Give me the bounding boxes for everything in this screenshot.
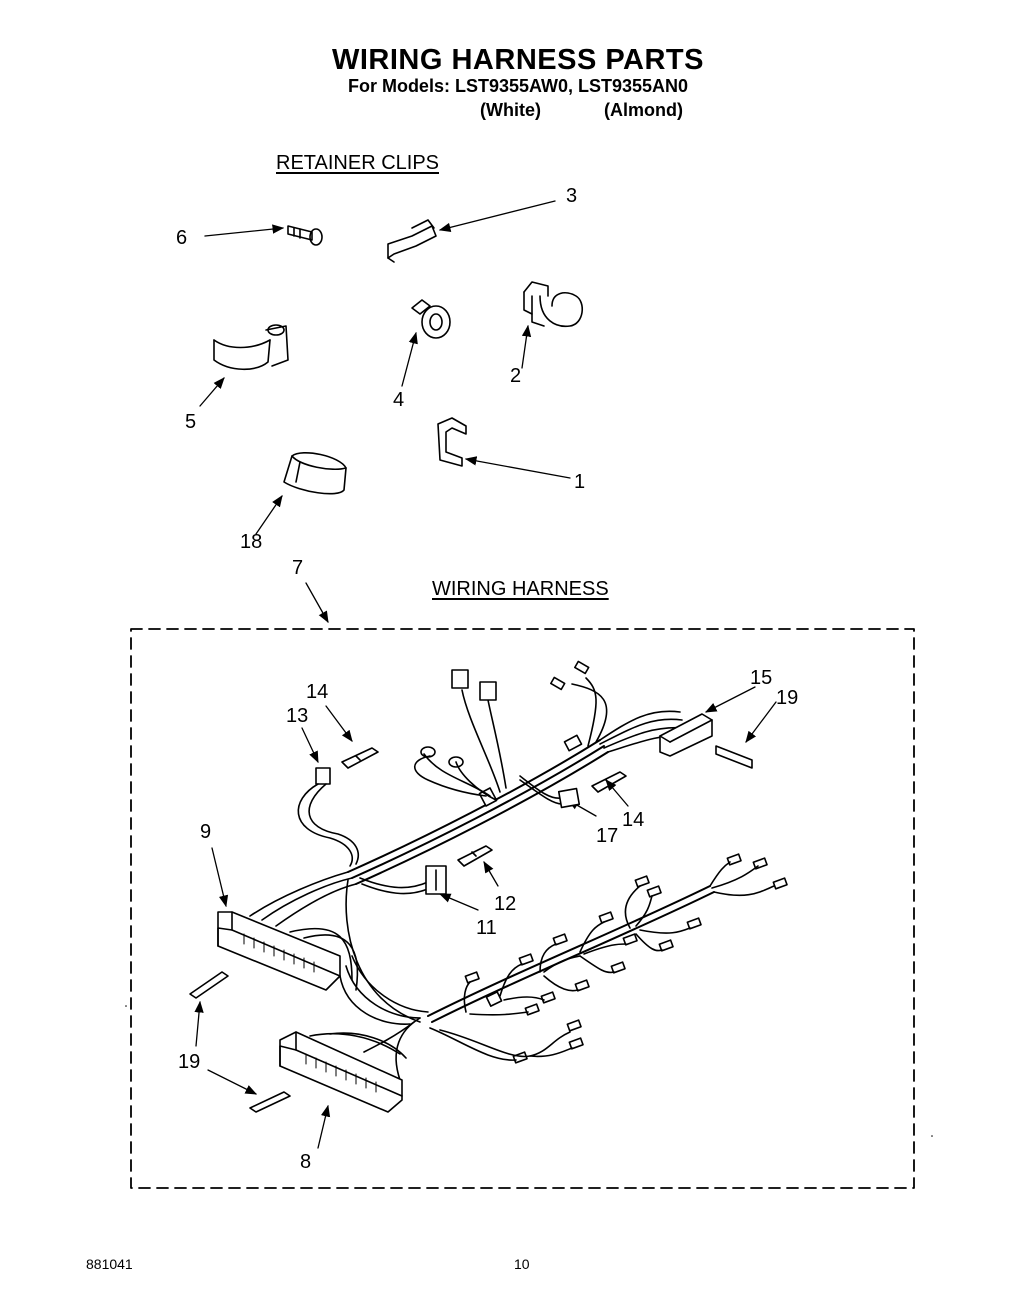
harness-boundary-box [130,628,915,1189]
callout-13: 13 [286,705,309,727]
wiring-harness-assembly [189,660,788,1113]
callout-14-top: 14 [306,681,329,703]
callout-2: 2 [510,365,522,387]
callout-11: 11 [476,917,497,939]
callout-19-left: 19 [178,1051,201,1073]
callout-8: 8 [300,1151,312,1173]
callout-6: 6 [176,227,188,249]
leader-arrows [194,200,777,1149]
callout-15: 15 [750,667,773,689]
ring-clip-part-4 [411,299,451,339]
document-number: 881041 [86,1256,133,1272]
callout-9: 9 [200,821,212,843]
callout-7: 7 [292,557,304,579]
clip-part-3 [387,219,437,263]
callout-3: 3 [566,185,578,207]
clip-part-2 [523,281,583,328]
wiring-harness-heading: WIRING HARNESS [432,578,609,600]
page-title: WIRING HARNESS PARTS [332,44,704,76]
page-number: 10 [514,1256,530,1272]
callout-1: 1 [574,471,586,493]
pin-clip-part-6 [287,225,323,246]
model-subtitle: For Models: LST9355AW0, LST9355AN0 [347,76,689,96]
strap-part-1 [437,417,467,467]
callout-5: 5 [185,411,197,433]
retainer-clips-heading: RETAINER CLIPS [276,152,439,174]
variant-white-label: (White) [480,100,541,120]
callout-17: 17 [596,825,619,847]
callout-4: 4 [393,389,405,411]
callout-18: 18 [240,531,263,553]
clamp-part-5 [213,324,289,371]
sleeve-part-18 [283,452,347,495]
callout-14-right: 14 [622,809,645,831]
callout-12: 12 [494,893,517,915]
variant-almond-label: (Almond) [604,100,683,120]
callout-19-right: 19 [776,687,799,709]
